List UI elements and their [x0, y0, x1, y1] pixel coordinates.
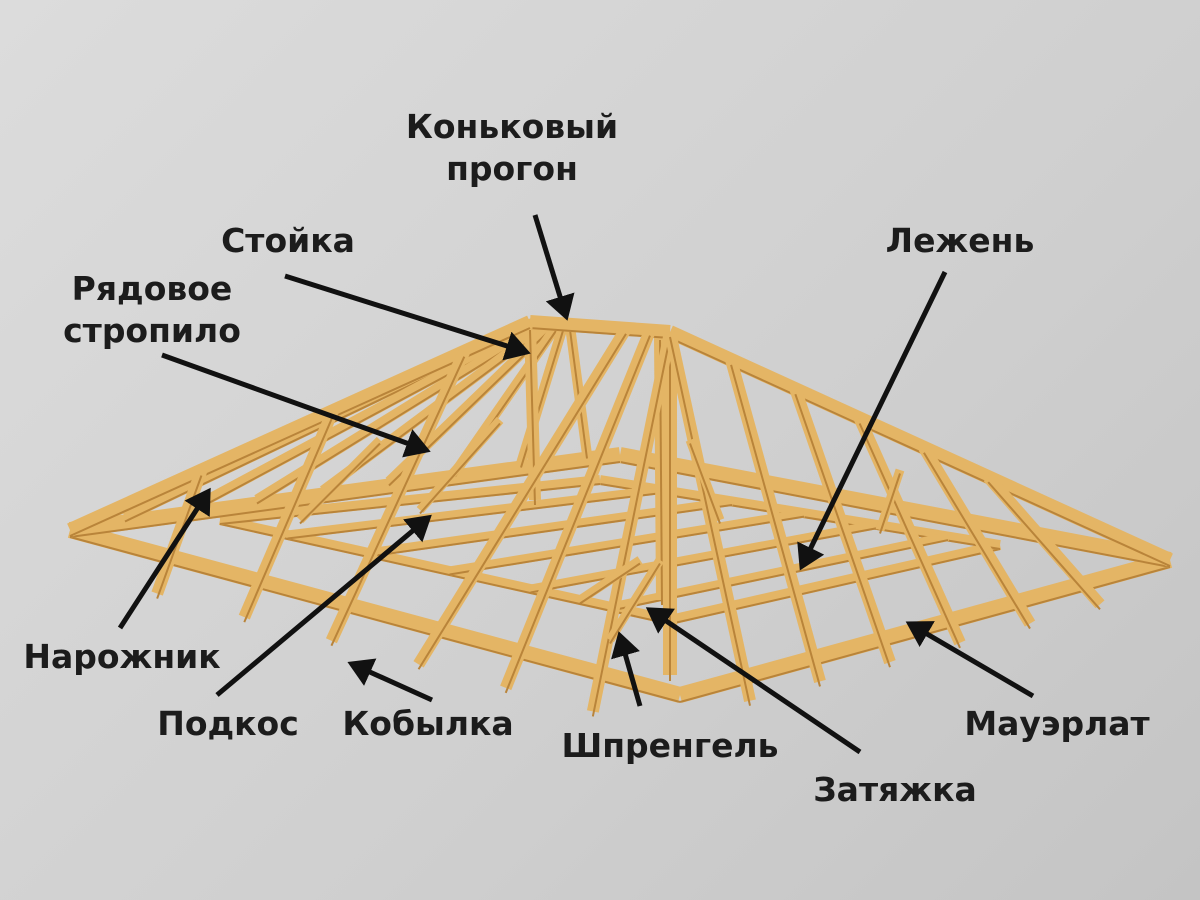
label-post: Стойка: [221, 221, 355, 260]
common-rafter: [725, 358, 826, 684]
tie-beam-edge: [530, 527, 877, 594]
callout-arrow: [532, 214, 575, 321]
callout-arrow: [797, 270, 948, 571]
common-rafter: [664, 330, 756, 702]
common-rafter-edge: [568, 325, 588, 459]
truss: [577, 556, 643, 604]
strut: [685, 438, 725, 522]
hip-rafter: [667, 325, 1173, 567]
callout-arrow: [611, 631, 643, 707]
jack-rafter: [238, 408, 339, 620]
callout-arrow: [215, 514, 432, 697]
callout-arrow: [117, 487, 211, 630]
callout-arrow: [347, 658, 434, 703]
strut-edge: [879, 473, 901, 534]
strut: [416, 417, 504, 513]
callout-arrow: [284, 273, 531, 361]
common-rafter-edge: [669, 336, 751, 706]
jack-rafter: [325, 349, 470, 644]
strut-edge: [689, 443, 721, 524]
truss: [606, 557, 664, 643]
jack-rafter-edge: [504, 335, 651, 694]
wall-plate-edge: [619, 461, 1171, 568]
common-rafter-edge: [923, 452, 1031, 630]
callout-arrow: [645, 607, 862, 755]
common-rafter-edge: [987, 481, 1101, 610]
common-rafter: [918, 444, 1036, 627]
label-truss: Шпренгель: [561, 726, 779, 765]
jack-rafter-edge: [417, 333, 627, 670]
common-rafter-edge: [858, 423, 961, 649]
common-rafter: [789, 387, 896, 665]
callout-arrow: [905, 621, 1035, 699]
callout-arrow: [161, 352, 431, 458]
label-sill-beam: Лежень: [885, 221, 1035, 260]
common-rafter-edge: [794, 393, 891, 668]
common-rafter-edge: [730, 364, 821, 687]
tie-beam-edge: [287, 492, 661, 540]
strut-edge: [419, 422, 501, 515]
common-rafter: [983, 473, 1105, 609]
callout-arrows: [117, 214, 1035, 755]
roof-frame: [67, 315, 1173, 717]
strut-edge: [299, 442, 381, 525]
jack-rafter-edge: [330, 356, 466, 647]
label-hip-rafter: Нарожник: [23, 637, 221, 676]
common-rafter: [854, 416, 966, 646]
label-tie-beam: Затяжка: [813, 770, 977, 809]
common-rafter: [188, 317, 542, 513]
jack-rafter-edge: [591, 336, 671, 717]
label-jack-rafter: Кобылка: [342, 704, 514, 743]
jack-rafter: [500, 328, 656, 691]
strut: [875, 468, 905, 532]
tie-beam: [286, 485, 661, 540]
strut: [296, 436, 384, 524]
jack-rafter-edge: [243, 415, 334, 623]
label-wall-plate: Мауэрлат: [964, 704, 1150, 743]
sill-beam-edge: [219, 523, 671, 625]
label-strut: Подкос: [157, 704, 299, 743]
hip-rafter: [67, 315, 533, 537]
truss-edge: [579, 562, 641, 605]
tie-beam: [529, 520, 877, 594]
jack-rafter: [413, 325, 632, 668]
truss-edge: [609, 562, 661, 645]
